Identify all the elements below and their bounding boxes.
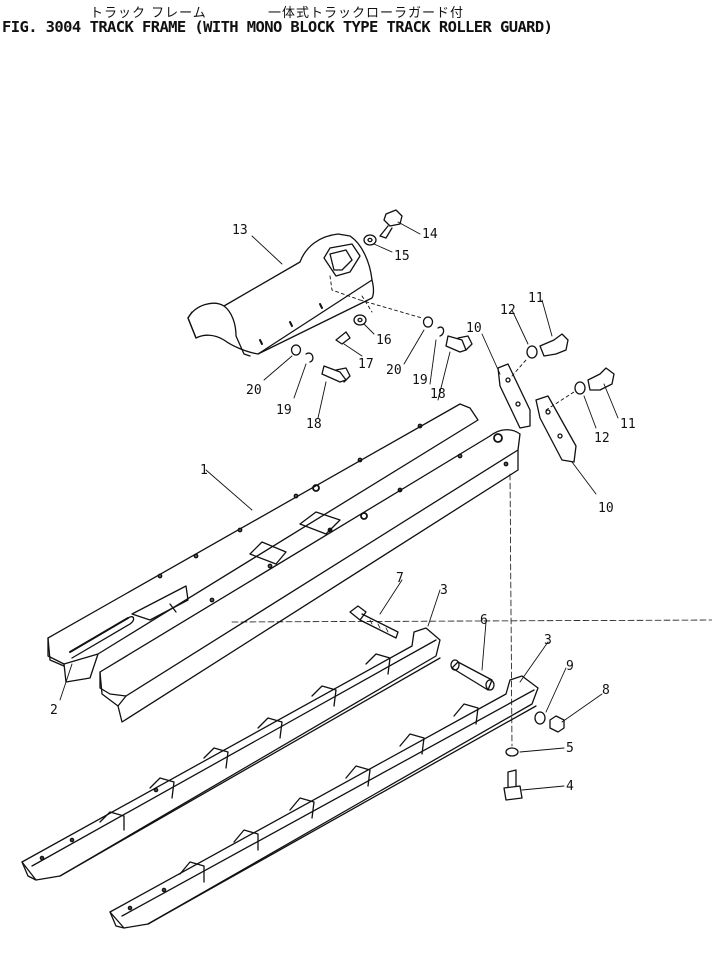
bolt-7 <box>349 605 399 639</box>
washer-20-right <box>422 316 434 328</box>
callout-12-upper: 12 <box>500 303 516 318</box>
callout-20-left: 20 <box>246 383 262 398</box>
callout-6: 6 <box>480 613 488 628</box>
callout-19-right: 19 <box>412 373 428 388</box>
lockwasher-19-left <box>305 352 314 363</box>
bracket-plate-10-upper <box>497 363 531 429</box>
washer-20-left <box>290 344 302 356</box>
callout-3-inner: 3 <box>440 583 448 598</box>
pin-17 <box>335 331 351 345</box>
callout-17: 17 <box>358 357 374 372</box>
bolt-4 <box>503 769 523 801</box>
washer-5 <box>505 747 519 757</box>
callout-9: 9 <box>566 659 574 674</box>
washer-16 <box>353 314 367 326</box>
callout-4: 4 <box>566 779 574 794</box>
callout-18-left: 18 <box>306 417 322 432</box>
callout-5: 5 <box>566 741 574 756</box>
callout-7: 7 <box>396 571 404 586</box>
callout-13: 13 <box>232 223 248 238</box>
callout-10-upper: 10 <box>466 321 482 336</box>
bracket-plate-10-lower <box>535 395 577 463</box>
japanese-header: トラック フレーム 一体式トラックローラガード付 <box>90 2 690 22</box>
callout-16: 16 <box>376 333 392 348</box>
washer-12-upper <box>526 345 538 359</box>
callout-19-left: 19 <box>276 403 292 418</box>
jp-title-right: 一体式トラックローラガード付 <box>268 6 465 21</box>
washer-12-lower <box>574 381 586 395</box>
callout-3-outer: 3 <box>544 633 552 648</box>
figure-number: FIG. 3004 <box>2 18 81 36</box>
centre-lines <box>231 473 712 747</box>
callout-12-lower: 12 <box>594 431 610 446</box>
callout-15: 15 <box>394 249 410 264</box>
bolt-18-right <box>445 335 473 353</box>
figure-title: FIG. 3004 TRACK FRAME (WITH MONO BLOCK TY… <box>2 18 561 36</box>
callout-1: 1 <box>200 463 208 478</box>
bolt-11-lower <box>587 367 615 391</box>
assembly-lines-brackets <box>511 359 575 411</box>
callout-labels: 13 14 15 16 17 20 19 18 20 19 18 10 12 1… <box>50 223 636 794</box>
callout-14: 14 <box>422 227 438 242</box>
roller-guard-inner <box>21 627 441 881</box>
callout-11-lower: 11 <box>620 417 636 432</box>
nut-8 <box>549 715 565 733</box>
assembly-lines-top <box>329 275 423 319</box>
roller-guard-outer <box>109 675 539 929</box>
callout-11-upper: 11 <box>528 291 544 306</box>
jp-title-left: トラック フレーム <box>90 6 207 21</box>
leader-lines <box>59 221 619 791</box>
callout-10-lower: 10 <box>598 501 614 516</box>
pin-6 <box>450 659 495 691</box>
top-guard-cover <box>187 233 375 357</box>
bolt-11-upper <box>539 333 569 357</box>
washer-9 <box>534 711 546 725</box>
bolt-14 <box>379 209 403 239</box>
callout-20-right: 20 <box>386 363 402 378</box>
callout-8: 8 <box>602 683 610 698</box>
figure-caption: TRACK FRAME (WITH MONO BLOCK TYPE TRACK … <box>89 18 553 36</box>
track-frame <box>47 403 521 723</box>
bolt-18-left <box>321 365 351 383</box>
lockwasher-19-right <box>437 326 445 337</box>
callout-18-right: 18 <box>430 387 446 402</box>
callout-2: 2 <box>50 703 58 718</box>
washer-15 <box>363 234 377 246</box>
